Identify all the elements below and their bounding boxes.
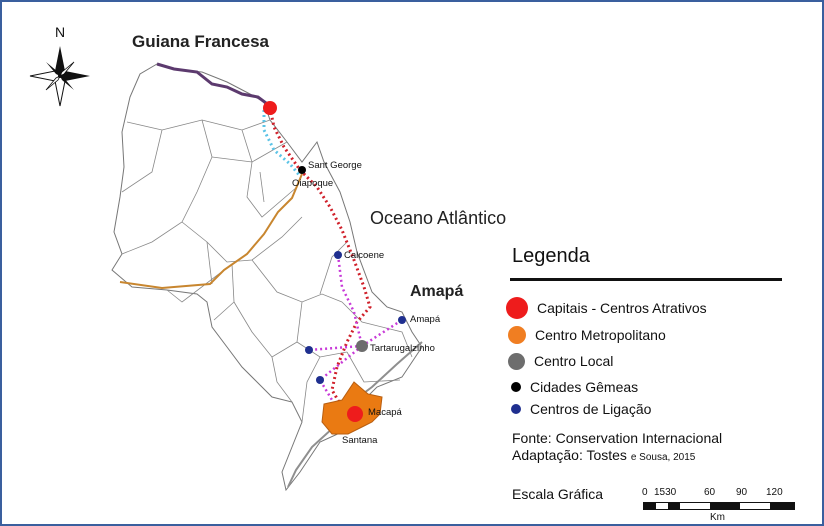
scale-tick-120: 120 xyxy=(766,487,783,498)
marker-capital-macapa xyxy=(347,406,363,422)
region-label-amapa: Amapá xyxy=(410,283,464,300)
scale-unit: Km xyxy=(710,512,725,523)
city-label-oiapoque: Oiapoque xyxy=(292,178,334,189)
source-adaptation-authors: e Sousa, 2015 xyxy=(630,452,696,463)
marker-twin-sant-george xyxy=(298,166,306,174)
compass-rose-icon xyxy=(29,46,90,107)
scale-tick-0: 0 xyxy=(642,487,648,498)
marker-link-amapa xyxy=(398,316,406,324)
scale-title: Escala Gráfica xyxy=(512,486,604,502)
legend-title: Legenda xyxy=(512,245,590,267)
city-label-sant-george: Sant George xyxy=(308,160,362,171)
legend-label-ligacao: Centros de Ligação xyxy=(530,401,652,417)
city-label-santana: Santana xyxy=(342,435,378,446)
scale-tick-1530: 1530 xyxy=(654,487,677,498)
legend-swatch-local xyxy=(508,352,525,370)
legend-item-ligacao: Centros de Ligação xyxy=(506,399,651,419)
legend-swatch-gemeas xyxy=(511,382,521,392)
legend-label-local: Centro Local xyxy=(534,353,614,369)
red-road xyxy=(268,107,372,416)
scale-segment xyxy=(668,503,680,509)
scale-segment xyxy=(644,503,656,509)
legend-swatch-ligacao xyxy=(511,404,521,414)
marker-capital-cayenne xyxy=(263,101,277,115)
legend-item-capitais: Capitais - Centros Atrativos xyxy=(506,297,707,319)
scale-segment xyxy=(710,503,740,509)
marker-link-west xyxy=(305,346,313,354)
border-line xyxy=(156,62,271,108)
legend-swatch-metropolitano xyxy=(508,326,526,344)
legend-item-gemeas: Cidades Gêmeas xyxy=(506,377,638,397)
legend-swatch-capitais xyxy=(506,297,528,319)
source-adaptation: Adaptação: Tostes xyxy=(512,447,627,463)
marker-link-calcoene xyxy=(334,251,342,259)
magenta-links xyxy=(308,254,403,401)
legend-label-gemeas: Cidades Gêmeas xyxy=(530,379,639,395)
marker-link-south xyxy=(316,376,324,384)
orange-road xyxy=(119,173,303,290)
marker-local-tartarugalzinho xyxy=(356,340,368,352)
scale-bar xyxy=(643,502,795,510)
region-label-guiana: Guiana Francesa xyxy=(132,32,270,51)
source-line-1: Fonte: Conservation Internacional xyxy=(512,430,723,446)
territory-outline xyxy=(111,63,423,492)
scale-tick-60: 60 xyxy=(704,487,716,498)
ocean-label: Oceano Atlântico xyxy=(370,208,507,228)
legend-item-local: Centro Local xyxy=(506,351,613,371)
city-label-amapa: Amapá xyxy=(410,314,441,325)
legend-label-capitais: Capitais - Centros Atrativos xyxy=(537,300,707,316)
legend-item-metropolitano: Centro Metropolitano xyxy=(506,325,666,345)
legend-label-metropolitano: Centro Metropolitano xyxy=(535,327,666,343)
city-label-calcoene: Calcoene xyxy=(344,250,385,261)
city-label-tartarugalzinho: Tartarugalzinho xyxy=(370,343,435,354)
municipal-boundaries xyxy=(121,119,413,423)
scale-segment xyxy=(770,503,794,509)
compass-north-label: N xyxy=(55,24,66,40)
legend-divider xyxy=(510,278,782,281)
source-line-2: Adaptação: Tostes e Sousa, 2015 xyxy=(512,447,695,463)
city-label-macapa: Macapá xyxy=(368,407,402,418)
scale-tick-90: 90 xyxy=(736,487,748,498)
